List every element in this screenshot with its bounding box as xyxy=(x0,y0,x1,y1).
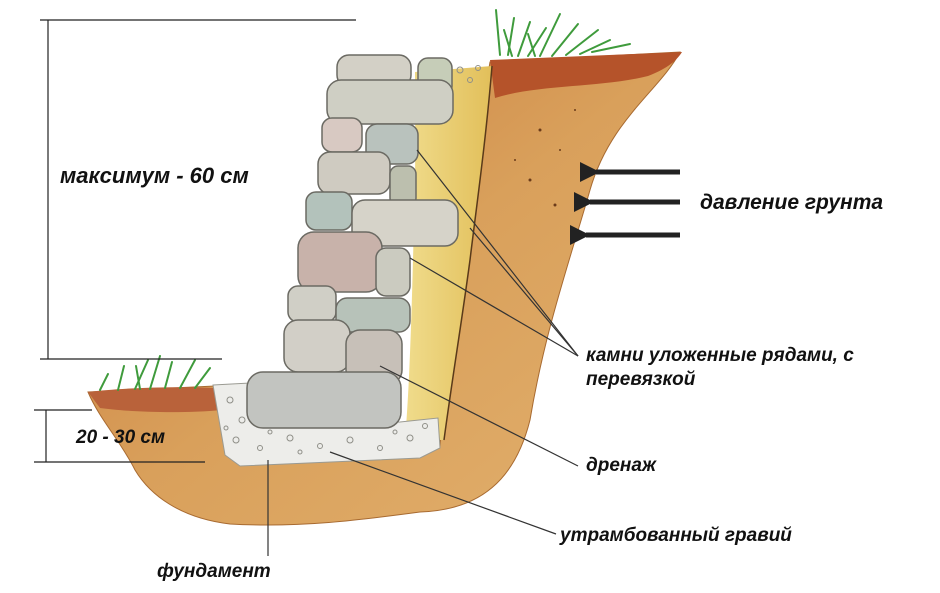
topsoil-strip xyxy=(490,52,682,98)
stones-label-line1: камни уложенные рядами, с xyxy=(586,345,854,366)
soil-pressure-label: давление грунта xyxy=(700,191,884,214)
drainage-label: дренаж xyxy=(586,455,656,476)
stone-wall xyxy=(246,54,459,429)
foundation-label: фундамент xyxy=(157,561,271,582)
max-height-label: максимум - 60 см xyxy=(60,163,249,188)
drainage-fill xyxy=(405,66,492,440)
gravel-pebbles xyxy=(223,65,481,455)
left-ground xyxy=(88,387,222,413)
arrow-left-icon xyxy=(570,162,680,245)
grass-tuft-icon xyxy=(99,355,211,391)
grass-tuft-icon xyxy=(495,9,631,57)
soil-speckles xyxy=(514,109,576,207)
backfill-edge xyxy=(443,65,493,441)
stones-label-line2: перевязкой xyxy=(586,368,696,390)
soil-mass xyxy=(87,51,681,526)
stones-label: камни уложенные рядами, с перевязкой xyxy=(586,344,854,392)
depth-dimension xyxy=(34,409,205,463)
leader-lines xyxy=(267,149,579,556)
height-dimension xyxy=(40,19,356,360)
depth-label: 20 - 30 см xyxy=(76,427,166,448)
gravel-label: утрамбованный гравий xyxy=(560,525,792,546)
